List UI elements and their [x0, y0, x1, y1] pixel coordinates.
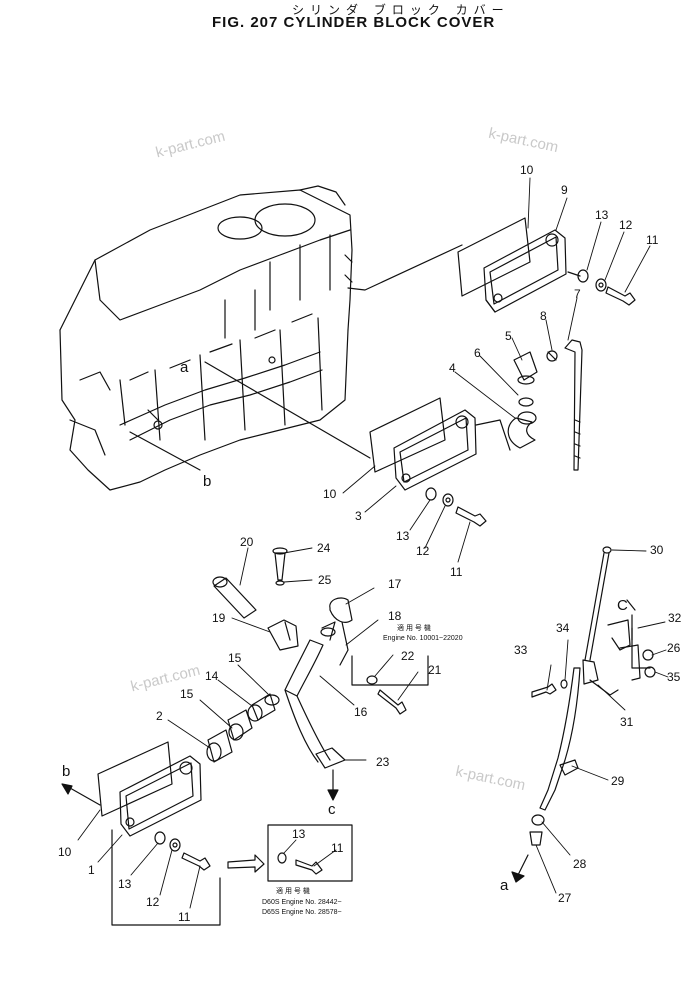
leader-lines [77, 177, 669, 909]
callout-12: 12 [146, 895, 160, 909]
fastener-bracket [111, 829, 221, 926]
callout-17: 17 [388, 577, 402, 591]
callout-13: 13 [396, 529, 410, 543]
callout-30: 30 [650, 543, 664, 557]
lower-fasteners [154, 831, 211, 871]
arrow-b [69, 787, 101, 806]
callout-34: 34 [556, 621, 570, 635]
applicability-jp: 適 用 号 機 [276, 886, 310, 895]
arrow-head-icon [327, 789, 339, 801]
callout-3: 3 [355, 509, 362, 523]
callout-9: 9 [561, 183, 568, 197]
callout-10: 10 [323, 487, 337, 501]
title-japanese: シリンダ ブロック カバー [292, 3, 510, 17]
arrow-a [517, 854, 529, 876]
engine-number-d65s: D65S Engine No. 28578~ [262, 909, 342, 916]
middle-fasteners [425, 487, 487, 527]
callout-15: 15 [180, 687, 194, 701]
dipstick-guide-upper [564, 339, 583, 471]
dipstick-assembly [529, 546, 656, 846]
callout-7: 7 [574, 287, 581, 301]
breather-fittings [507, 350, 558, 449]
breather-hose-group [212, 547, 407, 769]
callout-12: 12 [619, 218, 633, 232]
arrow-head-icon [61, 783, 73, 795]
applicability-jp: 適 用 号 機 [397, 623, 431, 632]
variant-inset-box [267, 824, 353, 882]
callout-28: 28 [573, 857, 587, 871]
adapter-fittings [206, 693, 280, 763]
callout-32: 32 [668, 611, 682, 625]
callout-22: 22 [401, 649, 415, 663]
leader-line [204, 361, 371, 459]
engine-block [59, 185, 353, 491]
leader-line [347, 244, 463, 291]
applicability-bracket [351, 655, 429, 686]
callout-21: 21 [428, 663, 442, 677]
callout-18: 18 [388, 609, 402, 623]
callout-24: 24 [317, 541, 331, 555]
callout-1: 1 [88, 863, 95, 877]
leader-line [129, 431, 201, 471]
callout-2: 2 [156, 709, 163, 723]
variant-inset-parts [277, 852, 323, 875]
callout-4: 4 [449, 361, 456, 375]
part-callouts: 10 9 13 12 11 7 8 5 6 4 10 3 13 12 11 20… [58, 163, 682, 924]
upper-cover-assembly [457, 217, 567, 313]
engine-number-d60s: D60S Engine No. 28442~ [262, 899, 342, 906]
callout-11: 11 [646, 233, 659, 247]
callout-25: 25 [318, 573, 332, 587]
middle-cover-assembly [369, 397, 511, 491]
ref-letter-c: C [617, 597, 628, 614]
callout-11: 11 [178, 910, 191, 924]
callout-31: 31 [620, 715, 634, 729]
figure-title: FIG. 207 CYLINDER BLOCK COVER [212, 14, 496, 31]
callout-33: 33 [514, 643, 528, 657]
callout-13: 13 [118, 877, 132, 891]
applicability-notes: 適 用 号 機 Engine No. 10001~22020 適 用 号 機 D… [262, 623, 463, 916]
callout-11: 11 [450, 565, 463, 579]
upper-fasteners [567, 269, 636, 306]
callout-5: 5 [505, 329, 512, 343]
ref-letter-a: a [500, 877, 509, 894]
callout-26: 26 [667, 641, 681, 655]
callout-14: 14 [205, 669, 219, 683]
callout-35: 35 [667, 670, 681, 684]
ref-letter-b: b [62, 763, 70, 780]
callout-23: 23 [376, 755, 390, 769]
callout-6: 6 [474, 346, 481, 360]
callout-15: 15 [228, 651, 242, 665]
callout-8: 8 [540, 309, 547, 323]
callout-11: 11 [331, 841, 344, 855]
leader-line [626, 599, 636, 611]
callout-20: 20 [240, 535, 254, 549]
callout-16: 16 [354, 705, 368, 719]
callout-10: 10 [520, 163, 534, 177]
arrow-to-inset-icon [227, 854, 265, 873]
ref-letter-c: c [328, 801, 336, 818]
callout-10: 10 [58, 845, 72, 859]
ref-letter-b: b [203, 473, 211, 490]
callout-13: 13 [595, 208, 609, 222]
arrow-head-icon [511, 871, 525, 883]
callout-12: 12 [416, 544, 430, 558]
reference-letters: a b b c C a [62, 359, 628, 894]
callout-19: 19 [212, 611, 226, 625]
ref-letter-a: a [180, 359, 189, 376]
callout-29: 29 [611, 774, 625, 788]
callout-13: 13 [292, 827, 306, 841]
engine-number-range: Engine No. 10001~22020 [383, 635, 463, 642]
lower-cover-assembly [97, 741, 202, 837]
bracket-lines [631, 627, 651, 669]
leader-line [147, 409, 159, 421]
callout-27: 27 [558, 891, 572, 905]
